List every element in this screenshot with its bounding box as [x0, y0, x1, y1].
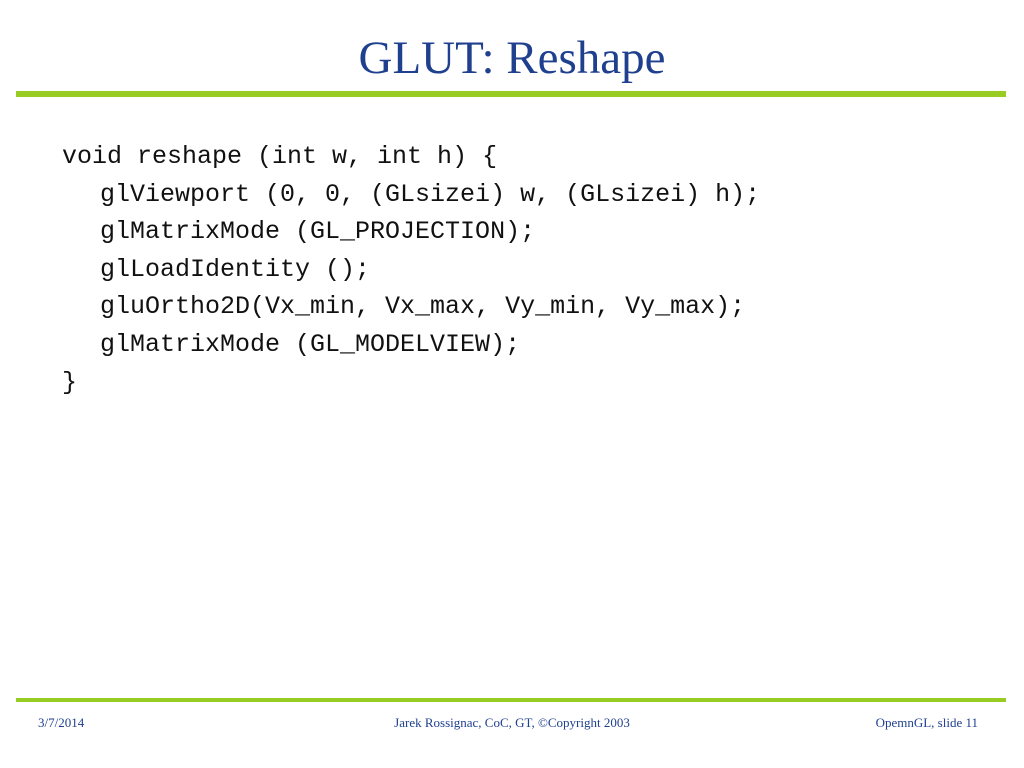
- code-line: glViewport (0, 0, (GLsizei) w, (GLsizei)…: [100, 179, 761, 209]
- code-block: void reshape (int w, int h) { glViewport…: [62, 138, 760, 401]
- code-line: glLoadIdentity ();: [100, 254, 371, 284]
- footer-date: 3/7/2014: [38, 715, 85, 730]
- title-underline: [16, 91, 1006, 97]
- footer-rule: [16, 698, 1006, 702]
- code-line: glMatrixMode (GL_MODELVIEW);: [100, 329, 521, 359]
- code-line: void reshape (int w, int h) {: [62, 142, 498, 171]
- code-line: }: [62, 367, 78, 397]
- slide-title: GLUT: Reshape: [358, 32, 666, 84]
- code-line: glMatrixMode (GL_PROJECTION);: [100, 217, 536, 247]
- code-line: gluOrtho2D(Vx_min, Vx_max, Vy_min, Vy_ma…: [100, 292, 746, 322]
- footer-author: Jarek Rossignac, CoC, GT, ©Copyright 200…: [394, 715, 630, 730]
- footer-slide-number: OpemnGL, slide 11: [875, 715, 978, 730]
